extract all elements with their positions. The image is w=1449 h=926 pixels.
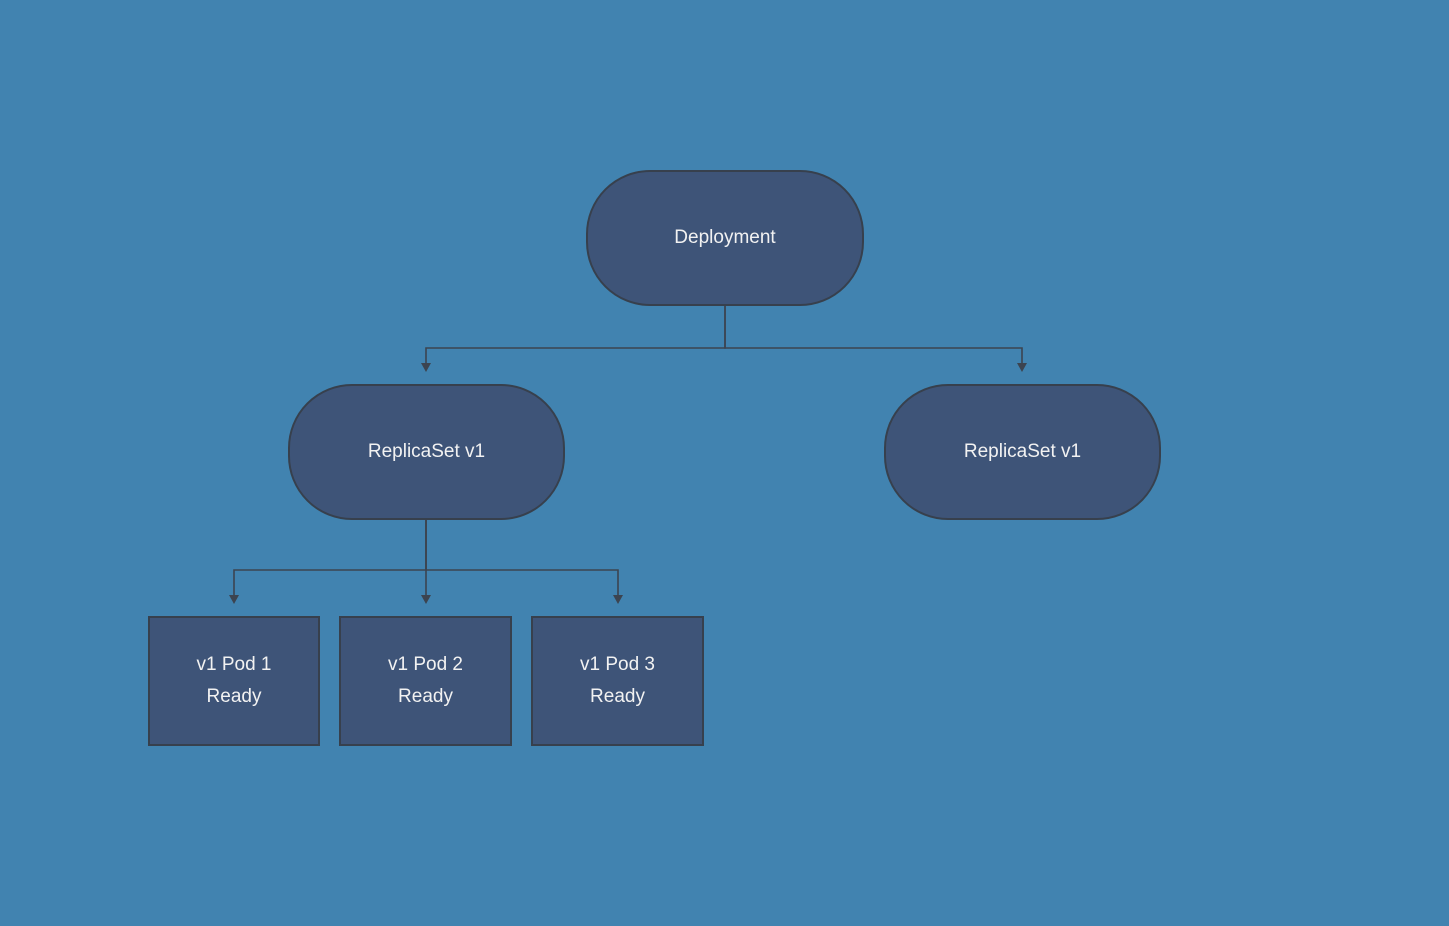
edge-replicaset-left-to-pod-3: [425, 520, 623, 604]
node-pod-3[interactable]: v1 Pod 3 Ready: [531, 616, 704, 746]
node-pod-2-label: v1 Pod 2: [388, 654, 463, 675]
edge-replicaset-left-to-pod-1: [229, 520, 427, 604]
edge-deployment-to-replicaset-right: [724, 306, 1027, 372]
node-pod-3-label: v1 Pod 3: [580, 654, 655, 675]
node-replicaset-right[interactable]: ReplicaSet v1: [884, 384, 1161, 520]
node-pod-1[interactable]: v1 Pod 1 Ready: [148, 616, 320, 746]
node-deployment-label: Deployment: [674, 227, 776, 248]
node-pod-1-status: Ready: [206, 686, 262, 707]
node-replicaset-left[interactable]: ReplicaSet v1: [288, 384, 565, 520]
node-replicaset-left-label: ReplicaSet v1: [367, 441, 486, 462]
node-deployment[interactable]: Deployment: [586, 170, 864, 306]
node-pod-2-status: Ready: [398, 686, 453, 707]
edge-deployment-to-replicaset-left: [421, 306, 726, 372]
node-pod-1-label: v1 Pod 1: [196, 654, 272, 675]
node-pod-3-status: Ready: [590, 686, 645, 707]
node-replicaset-right-label: ReplicaSet v1: [963, 441, 1082, 462]
node-pod-2[interactable]: v1 Pod 2 Ready: [339, 616, 512, 746]
